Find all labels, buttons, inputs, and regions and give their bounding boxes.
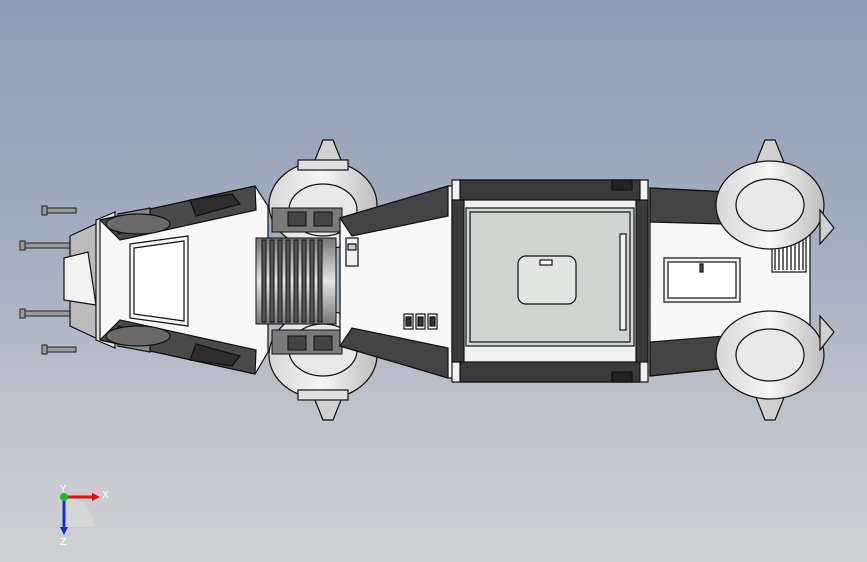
front-antennas <box>19 205 77 355</box>
middle-hull <box>339 185 457 379</box>
front-hull <box>98 185 269 375</box>
central-cabin <box>451 179 649 383</box>
joint-bellows <box>255 207 343 355</box>
rear-wheel-top <box>715 139 835 250</box>
rear-wheel-bottom <box>715 310 835 421</box>
